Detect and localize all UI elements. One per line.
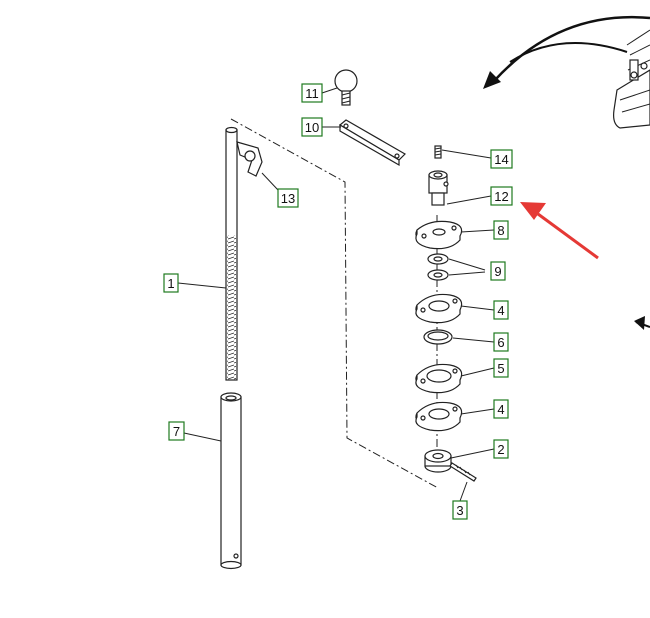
- callout-1: 1: [163, 273, 179, 293]
- part-5-plate: [415, 363, 463, 394]
- callout-4b-text: 4: [497, 402, 504, 417]
- callout-5-text: 5: [497, 361, 504, 376]
- callout-7: 7: [168, 421, 185, 441]
- part-4-plate-upper: [415, 293, 463, 324]
- part-2-collar: [424, 449, 452, 473]
- callout-5: 5: [493, 358, 509, 378]
- callout-11-text: 11: [305, 86, 319, 101]
- highlight-arrow: [520, 202, 599, 260]
- partial-assembly-top-right: [613, 29, 650, 129]
- callout-8: 8: [493, 220, 509, 240]
- part-13-clip: [236, 141, 263, 177]
- callout-9-text: 9: [494, 264, 501, 279]
- reference-arrows: [483, 16, 650, 330]
- callout-6-text: 6: [497, 335, 504, 350]
- callout-13: 13: [277, 188, 299, 208]
- callout-13-text: 13: [281, 191, 295, 206]
- callout-4b: 4: [493, 399, 509, 419]
- part-3-screw: [449, 462, 477, 482]
- callout-7-text: 7: [173, 424, 180, 439]
- part-6-ring: [423, 329, 453, 345]
- assembly-centerlines: [230, 118, 439, 489]
- part-14-set-screw: [434, 145, 442, 159]
- part-8-top-plate: [415, 220, 463, 250]
- callout-12-text: 12: [494, 189, 508, 204]
- callout-9: 9: [490, 261, 506, 281]
- part-1-threaded-rod: [225, 126, 238, 381]
- part-11-knob: [334, 69, 358, 106]
- callout-10-text: 10: [305, 120, 319, 135]
- part-10-bracket: [338, 119, 406, 167]
- leader-lines: [177, 87, 495, 502]
- part-7-lower-tube: [220, 392, 242, 570]
- callout-2-text: 2: [497, 442, 504, 457]
- callout-6: 6: [493, 332, 509, 352]
- callout-3-text: 3: [456, 503, 463, 518]
- callout-14-text: 14: [494, 152, 508, 167]
- callout-2: 2: [493, 439, 509, 459]
- callout-11: 11: [301, 83, 323, 103]
- callout-3: 3: [452, 500, 468, 520]
- callout-12: 12: [490, 186, 513, 206]
- callout-10: 10: [301, 117, 323, 137]
- part-9-washers: [427, 253, 449, 281]
- callout-8-text: 8: [497, 223, 504, 238]
- part-4-plate-lower: [415, 401, 463, 432]
- callout-4a: 4: [493, 300, 509, 320]
- callout-1-text: 1: [167, 276, 174, 291]
- part-12-coupler: [428, 170, 449, 206]
- callout-14: 14: [490, 149, 513, 169]
- callout-4a-text: 4: [497, 303, 504, 318]
